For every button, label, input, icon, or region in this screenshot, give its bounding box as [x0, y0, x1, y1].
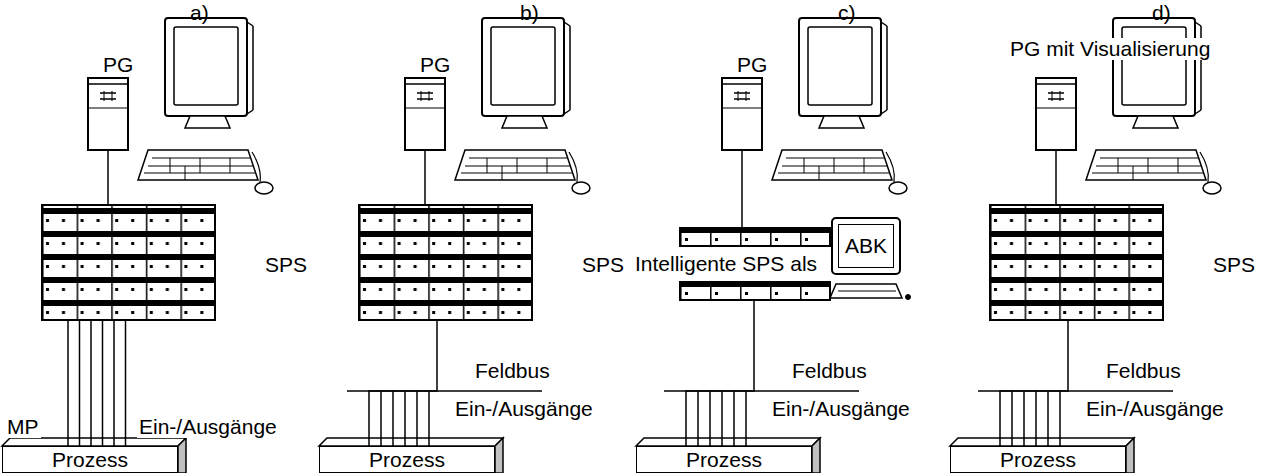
plc-node: SPS	[990, 205, 1163, 320]
connection-line	[424, 150, 426, 205]
connection-line	[741, 150, 743, 228]
panel-letter: a)	[190, 2, 209, 24]
node-label: Prozess	[369, 449, 445, 471]
connection-line	[686, 300, 754, 446]
node-label: Intelligente SPS als	[633, 253, 819, 275]
io-label: Ein-/Ausgänge	[772, 398, 910, 420]
process-3d-face	[636, 438, 820, 473]
node-label: SPS	[265, 254, 307, 276]
node-label: SPS	[1213, 254, 1255, 276]
plc-node: SPS	[42, 205, 215, 320]
process-box: Prozess	[950, 446, 1126, 473]
process-box: Prozess	[2, 446, 178, 473]
panel-letter: c)	[838, 2, 856, 24]
panel-letter: b)	[520, 2, 539, 24]
node-label: ABK	[845, 235, 887, 257]
bus-label: Feldbus	[1106, 360, 1181, 382]
node-label: Prozess	[686, 449, 762, 471]
node-label: PG mit Visualisierung	[1008, 38, 1212, 60]
computer-illustration	[88, 18, 273, 194]
node-label: Prozess	[52, 449, 128, 471]
plc-rack	[42, 205, 215, 320]
plc-node: Intelligente SPS als	[620, 228, 832, 300]
plc-rack	[359, 205, 532, 320]
process-3d-face	[319, 438, 503, 473]
computer-node: PG	[88, 78, 128, 150]
connection-line	[369, 320, 437, 446]
bus-label: Feldbus	[792, 360, 867, 382]
node-label: PG	[103, 54, 133, 76]
computer-illustration	[722, 18, 907, 194]
panel-letter: d)	[1152, 2, 1171, 24]
terminal-screen: ABK	[838, 224, 894, 268]
io-label: Ein-/Ausgänge	[137, 416, 279, 438]
plc-node: SPS	[359, 205, 532, 320]
process-3d-face	[2, 438, 186, 473]
node-label: PG	[737, 54, 767, 76]
computer-illustration	[405, 18, 590, 194]
connection-line	[1055, 150, 1057, 205]
computer-node: PG	[405, 78, 445, 150]
wiring-label: MP	[5, 416, 41, 438]
connection-line	[67, 320, 69, 446]
io-label: Ein-/Ausgänge	[455, 398, 593, 420]
process-box: Prozess	[636, 446, 812, 473]
plc-rack	[990, 205, 1163, 320]
connection-line	[1000, 320, 1068, 446]
node-label: SPS	[582, 254, 624, 276]
parallel-wires	[80, 320, 126, 446]
connection-line	[107, 150, 109, 205]
computer-node: PG mit Visualisierung	[1036, 78, 1076, 150]
io-label: Ein-/Ausgänge	[1086, 398, 1224, 420]
node-label: Prozess	[1000, 449, 1076, 471]
bus-label: Feldbus	[475, 360, 550, 382]
process-3d-face	[950, 438, 1134, 473]
process-box: Prozess	[319, 446, 495, 473]
operator-terminal	[830, 218, 911, 300]
node-label: PG	[420, 54, 450, 76]
computer-node: PG	[722, 78, 762, 150]
